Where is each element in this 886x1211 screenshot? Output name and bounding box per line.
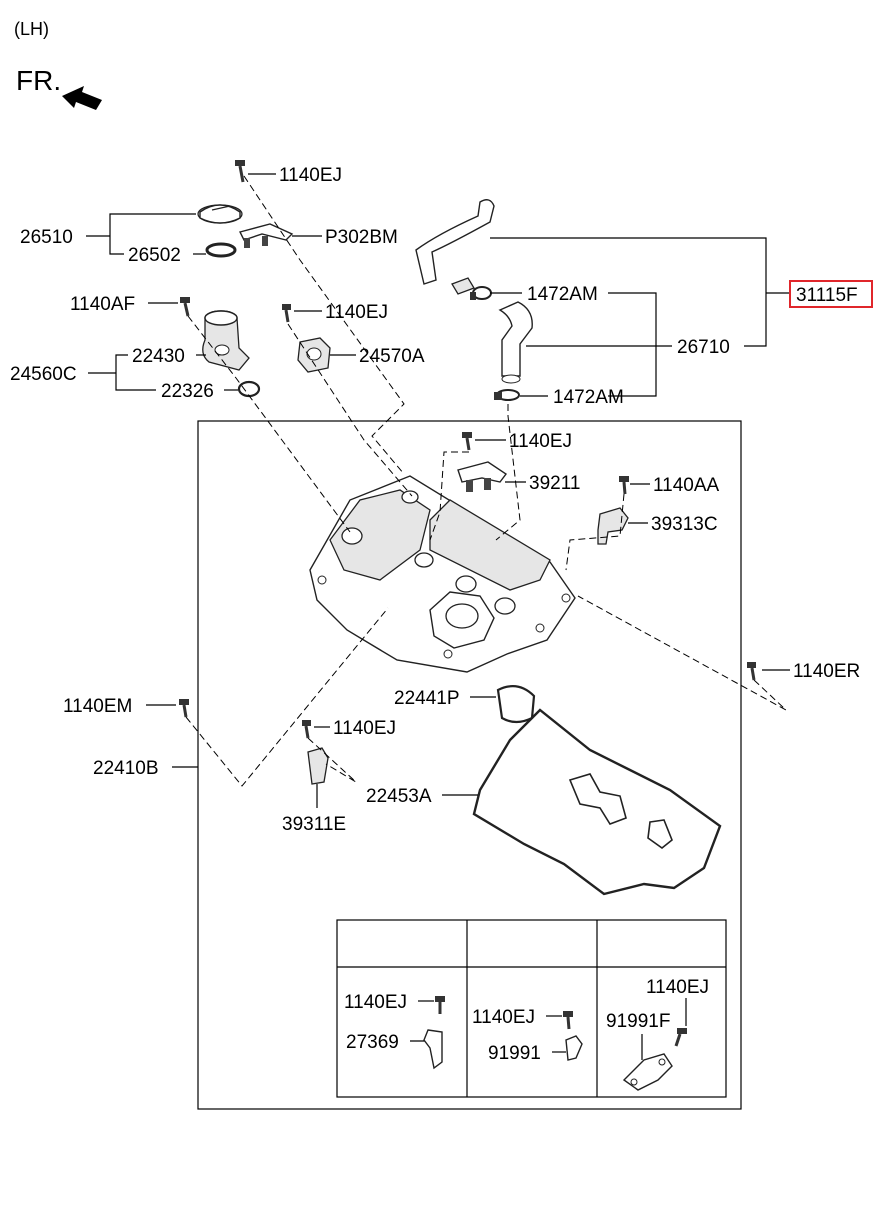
front-label: FR. <box>16 65 61 96</box>
bolt-icon <box>563 1011 573 1030</box>
bracket-icon <box>238 223 294 248</box>
inset-col1-bracket-label: 27369 <box>346 1032 399 1053</box>
hose-clamp-icon <box>494 389 520 401</box>
label-1140EJ-cover: 1140EJ <box>509 431 572 452</box>
label-39311E: 39311E <box>282 814 346 835</box>
label-39313C: 39313C <box>651 514 718 535</box>
leader-lines <box>185 175 787 787</box>
filler-neck-icon <box>202 310 250 371</box>
bracket-icon <box>565 1035 583 1061</box>
valve-cover-icon <box>309 475 576 673</box>
bracket-icon <box>423 1029 443 1070</box>
bolt-icon <box>674 1028 687 1047</box>
bolt-icon <box>302 720 311 739</box>
bolt-icon <box>179 699 189 718</box>
label-22410B: 22410B <box>93 758 159 779</box>
gasket-ring-icon <box>496 685 536 724</box>
inset-col2-bolt-label: 1140EJ <box>472 1007 535 1028</box>
inset-col3-bolt-label: 1140EJ <box>646 977 709 998</box>
label-22326: 22326 <box>161 381 214 402</box>
label-P302BM: P302BM <box>325 227 398 248</box>
label-22441P: 22441P <box>394 688 460 709</box>
inset-col2-bracket-label: 91991 <box>488 1043 541 1064</box>
bolt-icon <box>180 297 190 317</box>
label-24570A: 24570A <box>359 346 425 367</box>
sensor-bracket-icon <box>457 461 508 492</box>
label-1140ER: 1140ER <box>793 661 860 682</box>
label-1140EJ-low: 1140EJ <box>333 718 396 739</box>
label-1472AM-bottom: 1472AM <box>553 387 624 408</box>
breather-hose-icon <box>415 199 495 295</box>
label-1140AF: 1140AF <box>70 294 135 315</box>
bolt-icon <box>235 160 245 183</box>
label-1140EJ-top: 1140EJ <box>279 165 342 186</box>
label-26510: 26510 <box>20 227 73 248</box>
label-1140EM: 1140EM <box>63 696 132 717</box>
oil-filler-cap-icon <box>197 204 243 224</box>
variant-table <box>336 919 727 1098</box>
label-1472AM-top: 1472AM <box>527 284 598 305</box>
pcv-hose-icon <box>498 301 533 384</box>
label-22453A: 22453A <box>366 786 432 807</box>
cam-sensor-icon <box>597 507 629 545</box>
label-1140EJ-mid: 1140EJ <box>325 302 388 323</box>
bracket-icon <box>622 1053 673 1091</box>
housing-icon <box>297 337 331 373</box>
highlight-31115F <box>789 280 873 308</box>
label-1140AA: 1140AA <box>653 475 720 496</box>
assembly-frame <box>197 420 742 1110</box>
label-26502: 26502 <box>128 245 181 266</box>
label-26710: 26710 <box>677 337 730 358</box>
inset-col3-bracket-label: 91991F <box>606 1011 670 1032</box>
front-arrow-icon <box>62 86 102 110</box>
bolt-icon <box>462 432 472 451</box>
side-label: (LH) <box>14 19 49 39</box>
o-ring-icon <box>237 380 261 398</box>
inset-col1-bolt-label: 1140EJ <box>344 992 407 1013</box>
bolt-icon <box>435 996 445 1014</box>
bolt-icon <box>282 304 291 323</box>
label-31115F[interactable]: 31115F <box>796 285 858 306</box>
bolt-icon <box>747 662 756 681</box>
label-39211: 39211 <box>529 473 580 494</box>
label-22430: 22430 <box>132 346 185 367</box>
cap-gasket-icon <box>205 242 237 258</box>
bolt-icon <box>619 476 629 495</box>
cover-gasket-icon <box>472 708 722 896</box>
label-24560C: 24560C <box>10 364 77 385</box>
